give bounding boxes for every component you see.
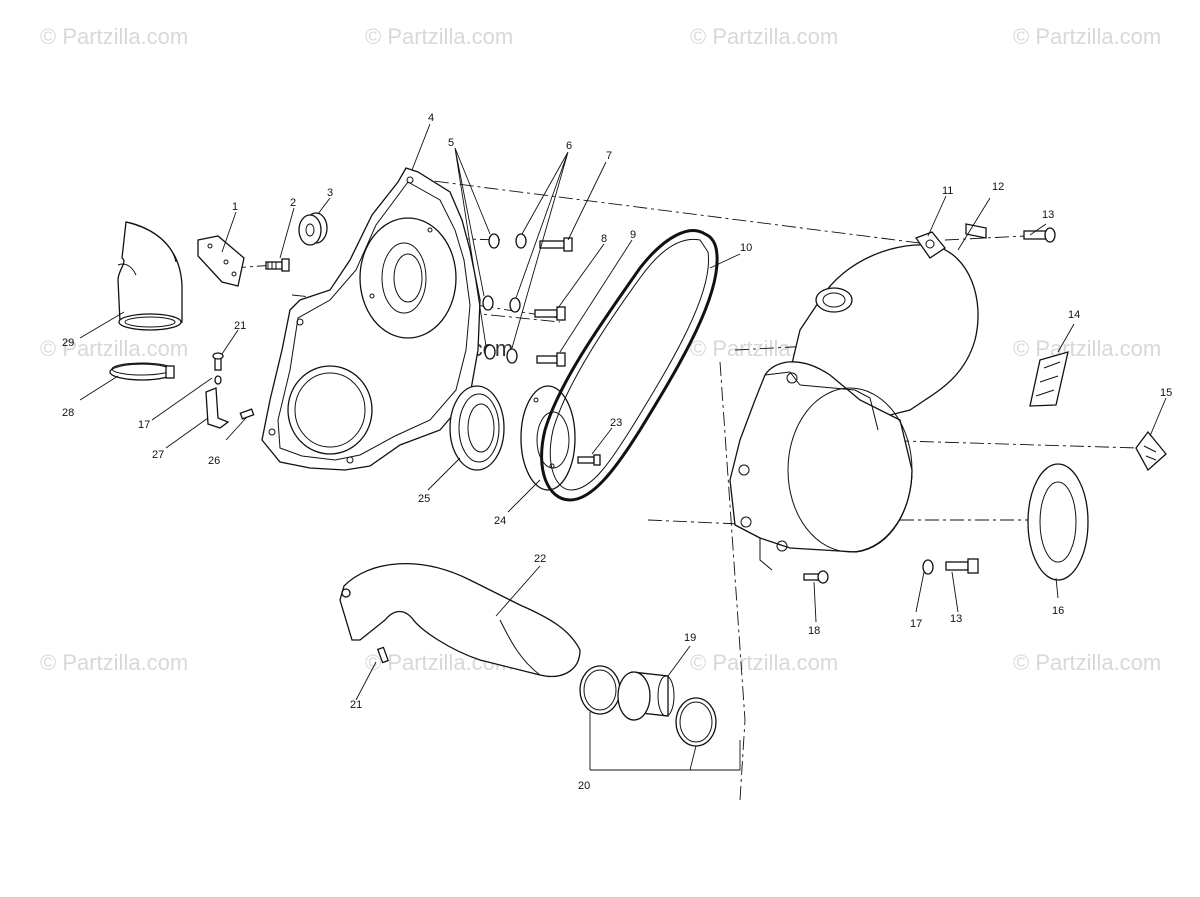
part-27-bracket — [205, 387, 230, 429]
part-18-screw — [803, 570, 829, 584]
watermark-text: © Partzilla.com — [1013, 336, 1162, 361]
watermark-text: © Partzilla.com — [40, 24, 189, 49]
watermark-text: © Partzilla.com — [40, 336, 189, 361]
part-14-decal — [1029, 351, 1069, 407]
watermark-text: © Partzilla.com — [690, 650, 839, 675]
callout-17: 17 — [910, 618, 922, 630]
callout-29: 29 — [62, 337, 74, 349]
part-23-screw — [577, 454, 601, 466]
watermark-text: © Partzilla.com — [690, 24, 839, 49]
callout-1: 1 — [232, 201, 238, 213]
part-1-bracket — [197, 235, 245, 287]
callout-13: 13 — [1042, 209, 1054, 221]
watermark-text: © Partzilla.com — [365, 24, 514, 49]
part-12-clip — [965, 223, 987, 239]
callout-5: 5 — [448, 137, 454, 149]
part-7-8-9-bolts — [534, 237, 573, 367]
part-13-bolts — [945, 227, 1056, 574]
watermark-text: © Partzilla.com — [40, 650, 189, 675]
part-5-6-washers — [482, 233, 527, 364]
callout-18: 18 — [808, 625, 820, 637]
callout-8: 8 — [601, 233, 607, 245]
callout-15: 15 — [1160, 387, 1172, 399]
part-outer-clutch-cover — [729, 231, 979, 571]
callout-17: 17 — [138, 419, 150, 431]
callout-11: 11 — [942, 185, 953, 197]
part-28-clamp — [109, 362, 175, 381]
callout-10: 10 — [740, 242, 752, 254]
part-26-screw — [239, 408, 255, 420]
part-16-disc — [1027, 463, 1089, 581]
callout-16: 16 — [1052, 605, 1064, 617]
callout-28: 28 — [62, 407, 74, 419]
part-29-intake-duct — [117, 221, 183, 331]
part-17-washers — [214, 375, 934, 575]
callout-7: 7 — [606, 150, 612, 162]
part-21-bolts — [212, 352, 390, 664]
callout-6: 6 — [566, 140, 572, 152]
part-19-20-boot-clamps — [579, 665, 717, 747]
callout-3: 3 — [327, 187, 333, 199]
callout-4: 4 — [428, 112, 434, 124]
callout-25: 25 — [418, 493, 430, 505]
part-10-drive-belt — [540, 229, 719, 502]
watermark-text: © Partzilla.com — [1013, 650, 1162, 675]
part-24-plate — [520, 385, 576, 491]
watermark-text: © Partzilla.com — [1013, 24, 1162, 49]
part-15-label — [1135, 430, 1167, 472]
callout-numbers: 1 2 3 4 5 6 7 8 9 10 11 12 13 14 15 16 1… — [62, 112, 1172, 792]
callout-20: 20 — [578, 780, 590, 792]
part-25-seal — [449, 385, 505, 471]
callout-9: 9 — [630, 229, 636, 241]
part-4-inner-cover — [261, 167, 481, 471]
callout-24: 24 — [494, 515, 506, 527]
callout-2: 2 — [290, 197, 296, 209]
callout-27: 27 — [152, 449, 164, 461]
callout-12: 12 — [992, 181, 1004, 193]
part-2-bolt — [265, 258, 290, 272]
callout-19: 19 — [684, 632, 696, 644]
callout-22: 22 — [534, 553, 546, 565]
part-22-duct — [339, 563, 581, 678]
part-3-spacer — [298, 212, 328, 246]
callout-13: 13 — [950, 613, 962, 625]
callout-23: 23 — [610, 417, 622, 429]
callout-21: 21 — [234, 320, 246, 332]
callout-26: 26 — [208, 455, 220, 467]
leader-lines — [79, 123, 1167, 771]
callout-21: 21 — [350, 699, 362, 711]
callout-14: 14 — [1068, 309, 1080, 321]
